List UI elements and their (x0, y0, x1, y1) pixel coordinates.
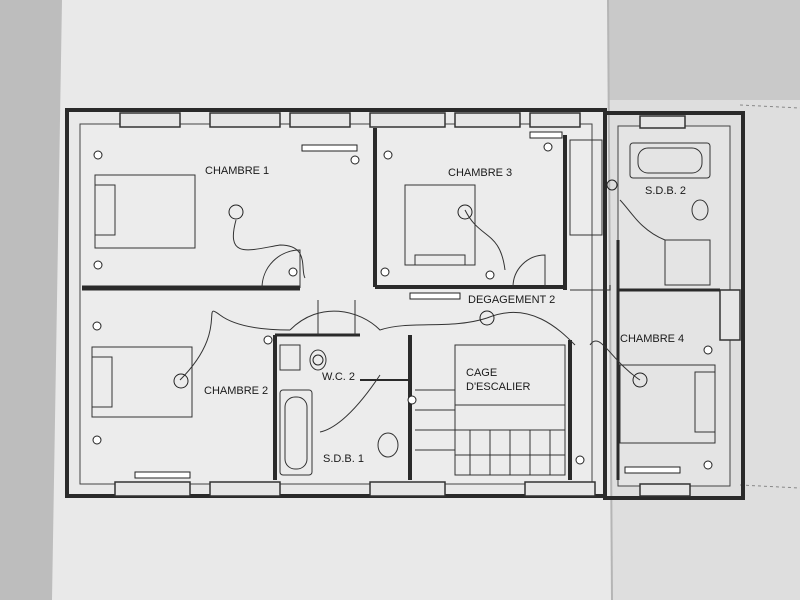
electrical-wiring (179, 199, 666, 433)
socket-outlets (92, 142, 713, 470)
dashed-line (739, 104, 800, 109)
fixtures (279, 139, 711, 476)
windows (114, 112, 741, 497)
room-label-wc-2: W.C. 2 (322, 371, 355, 383)
room-label-chambre-4: CHAMBRE 4 (620, 333, 684, 345)
room-label-sdb-1: S.D.B. 1 (323, 453, 364, 465)
radiators (134, 131, 681, 479)
outer-walls (65, 108, 745, 500)
beds (91, 174, 716, 444)
room-label-chambre-2: CHAMBRE 2 (204, 385, 268, 397)
room-label-chambre-1: CHAMBRE 1 (205, 165, 269, 177)
room-label-escalier: D'ESCALIER (466, 381, 531, 393)
room-label-sdb-2: S.D.B. 2 (645, 185, 686, 197)
staircase (415, 344, 566, 476)
room-label-cage: CAGE (466, 367, 497, 379)
dashed-line (739, 484, 800, 489)
room-label-chambre-3: CHAMBRE 3 (448, 167, 512, 179)
light-fixtures (173, 179, 648, 389)
room-label-degagement-2: DEGAGEMENT 2 (468, 294, 555, 306)
paper-left-margin (0, 0, 62, 600)
interior-walls (82, 128, 720, 480)
